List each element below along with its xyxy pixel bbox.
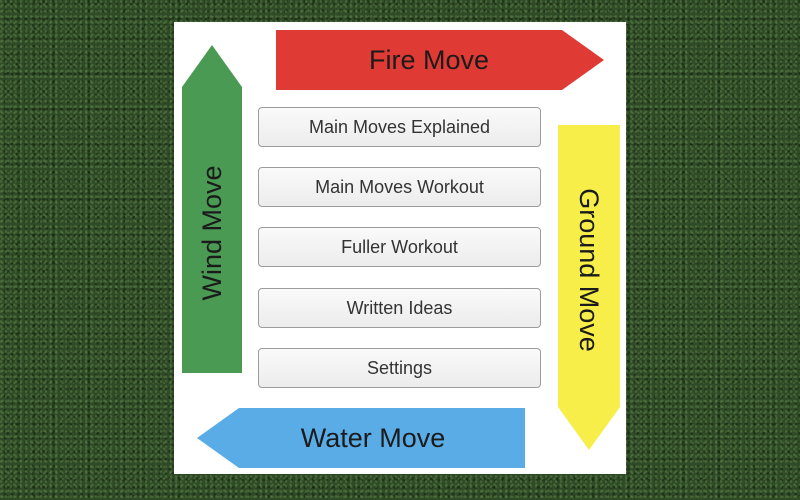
arrow-left-icon [197, 408, 525, 468]
ground-arrow-shape [558, 125, 620, 450]
ground-move-arrow[interactable]: Ground Move [558, 125, 620, 450]
arrow-right-icon [276, 30, 604, 90]
arrow-up-icon [182, 45, 242, 373]
main-moves-explained-button[interactable]: Main Moves Explained [258, 107, 541, 147]
wind-arrow-shape [182, 45, 242, 373]
written-ideas-button[interactable]: Written Ideas [258, 288, 541, 328]
water-move-arrow[interactable]: Water Move [197, 408, 525, 468]
wind-move-label: Wind Move [197, 165, 227, 301]
main-moves-workout-button[interactable]: Main Moves Workout [258, 167, 541, 207]
ground-move-label: Ground Move [574, 188, 604, 352]
arrow-down-icon [558, 125, 620, 450]
water-move-label: Water Move [300, 423, 446, 453]
fire-move-arrow[interactable]: Fire Move [276, 30, 604, 90]
fuller-workout-button[interactable]: Fuller Workout [258, 227, 541, 267]
water-arrow-shape [197, 408, 525, 468]
fire-move-label: Fire Move [368, 45, 490, 75]
wind-move-arrow[interactable]: Wind Move [182, 45, 242, 373]
settings-button[interactable]: Settings [258, 348, 541, 388]
fire-arrow-shape [276, 30, 604, 90]
